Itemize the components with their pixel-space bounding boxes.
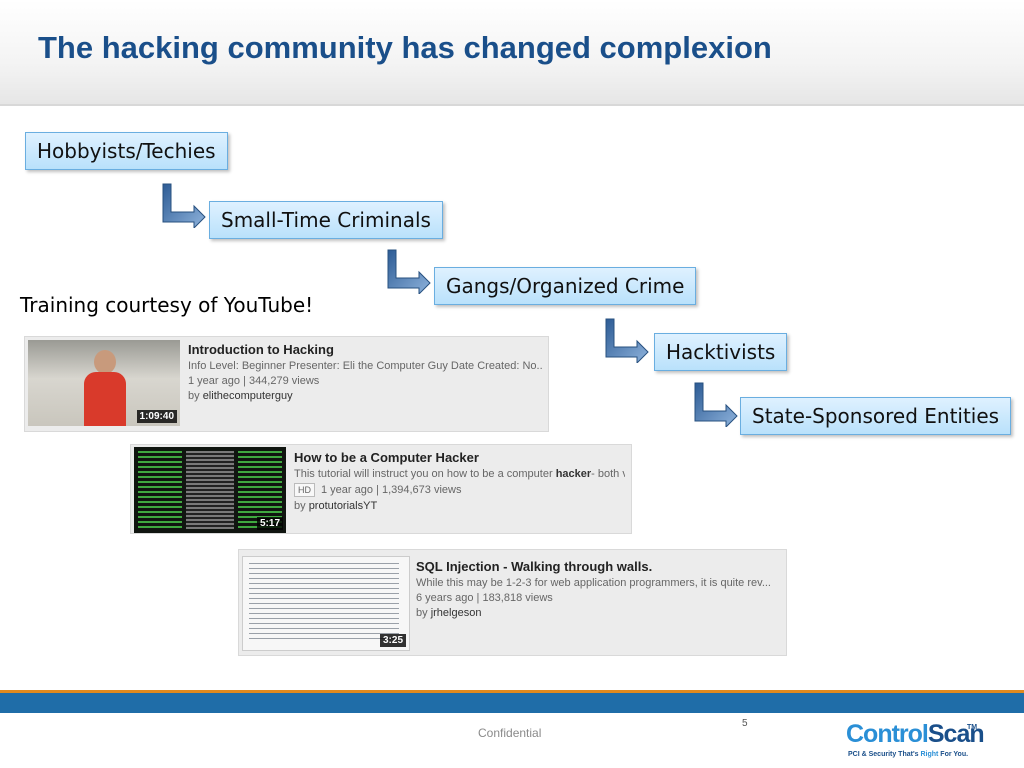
logo-text-control: Control xyxy=(846,720,929,748)
logo-trademark: TM xyxy=(967,724,978,731)
video-info: SQL Injection - Walking through walls. W… xyxy=(416,559,780,619)
description-text: - both visu... xyxy=(591,468,625,480)
step-state-sponsored: State-Sponsored Entities xyxy=(740,397,1012,435)
video-byline: by protutorialsYT xyxy=(294,500,625,512)
video-result[interactable]: 5:17 How to be a Computer Hacker This tu… xyxy=(130,444,632,534)
video-info: Introduction to Hacking Info Level: Begi… xyxy=(188,342,542,402)
controlscan-logo: ControlScan TM PCI & Security That's Rig… xyxy=(846,720,985,762)
elbow-arrow-icon xyxy=(694,382,738,427)
description-keyword: hacker xyxy=(555,468,592,480)
video-duration: 1:09:40 xyxy=(136,410,177,423)
video-meta: 1 year ago | 344,279 views xyxy=(188,375,320,387)
channel-name[interactable]: jrhelgeson xyxy=(430,607,482,619)
training-caption: Training courtesy of YouTube! xyxy=(20,293,314,317)
video-info: How to be a Computer Hacker This tutoria… xyxy=(294,450,625,512)
page-number: 5 xyxy=(742,718,748,729)
video-duration: 5:17 xyxy=(256,517,283,530)
video-title[interactable]: SQL Injection - Walking through walls. xyxy=(416,559,653,574)
step-small-time-criminals: Small-Time Criminals xyxy=(209,201,443,239)
slide-title: The hacking community has changed comple… xyxy=(38,30,772,65)
by-prefix: by xyxy=(188,390,200,402)
logo-tagline-text: For You. xyxy=(938,751,969,758)
terminal-pane xyxy=(238,451,282,529)
confidential-label: Confidential xyxy=(478,726,542,740)
channel-name[interactable]: elithecomputerguy xyxy=(202,390,293,402)
video-description: Info Level: Beginner Presenter: Eli the … xyxy=(188,360,542,372)
elbow-arrow-icon xyxy=(605,318,649,363)
footer-bar xyxy=(0,690,1024,713)
video-description: This tutorial will instruct you on how t… xyxy=(294,468,625,480)
logo-tagline-highlight: Right xyxy=(920,751,939,758)
video-duration: 3:25 xyxy=(379,634,406,647)
step-hobbyists: Hobbyists/Techies xyxy=(25,132,228,170)
video-result[interactable]: 3:25 SQL Injection - Walking through wal… xyxy=(238,549,787,656)
step-hacktivists: Hacktivists xyxy=(654,333,788,371)
video-byline: by jrhelgeson xyxy=(416,607,780,619)
elbow-arrow-icon xyxy=(387,249,431,294)
terminal-pane xyxy=(138,451,182,529)
presenter-shirt xyxy=(84,372,126,426)
logo-tagline: PCI & Security That's Right For You. xyxy=(848,751,968,758)
video-title[interactable]: Introduction to Hacking xyxy=(188,342,334,357)
step-gangs-organized-crime: Gangs/Organized Crime xyxy=(434,267,697,305)
slide-header: The hacking community has changed comple… xyxy=(0,0,1024,106)
video-meta: 1 year ago | 1,394,673 views xyxy=(321,484,462,496)
by-prefix: by xyxy=(416,607,428,619)
video-title[interactable]: How to be a Computer Hacker xyxy=(294,450,479,465)
code-lines xyxy=(249,563,399,643)
terminal-pane xyxy=(186,451,234,529)
hd-badge: HD xyxy=(294,483,315,497)
description-text: This tutorial will instruct you on how t… xyxy=(294,468,553,480)
video-thumbnail[interactable]: 1:09:40 xyxy=(28,340,180,426)
channel-name[interactable]: protutorialsYT xyxy=(308,500,378,512)
video-meta-row: HD 1 year ago | 1,394,673 views xyxy=(294,483,625,497)
elbow-arrow-icon xyxy=(162,183,206,228)
logo-tagline-text: PCI & Security That's xyxy=(848,751,921,758)
video-byline: by elithecomputerguy xyxy=(188,390,542,402)
logo-text-scan: Scan xyxy=(927,720,985,748)
video-thumbnail[interactable]: 5:17 xyxy=(134,447,286,533)
video-meta: 6 years ago | 183,818 views xyxy=(416,592,553,604)
presenter-figure xyxy=(94,350,116,374)
by-prefix: by xyxy=(294,500,306,512)
video-thumbnail[interactable]: 3:25 xyxy=(242,556,410,651)
video-result[interactable]: 1:09:40 Introduction to Hacking Info Lev… xyxy=(24,336,549,432)
video-description: While this may be 1-2-3 for web applicat… xyxy=(416,577,771,589)
